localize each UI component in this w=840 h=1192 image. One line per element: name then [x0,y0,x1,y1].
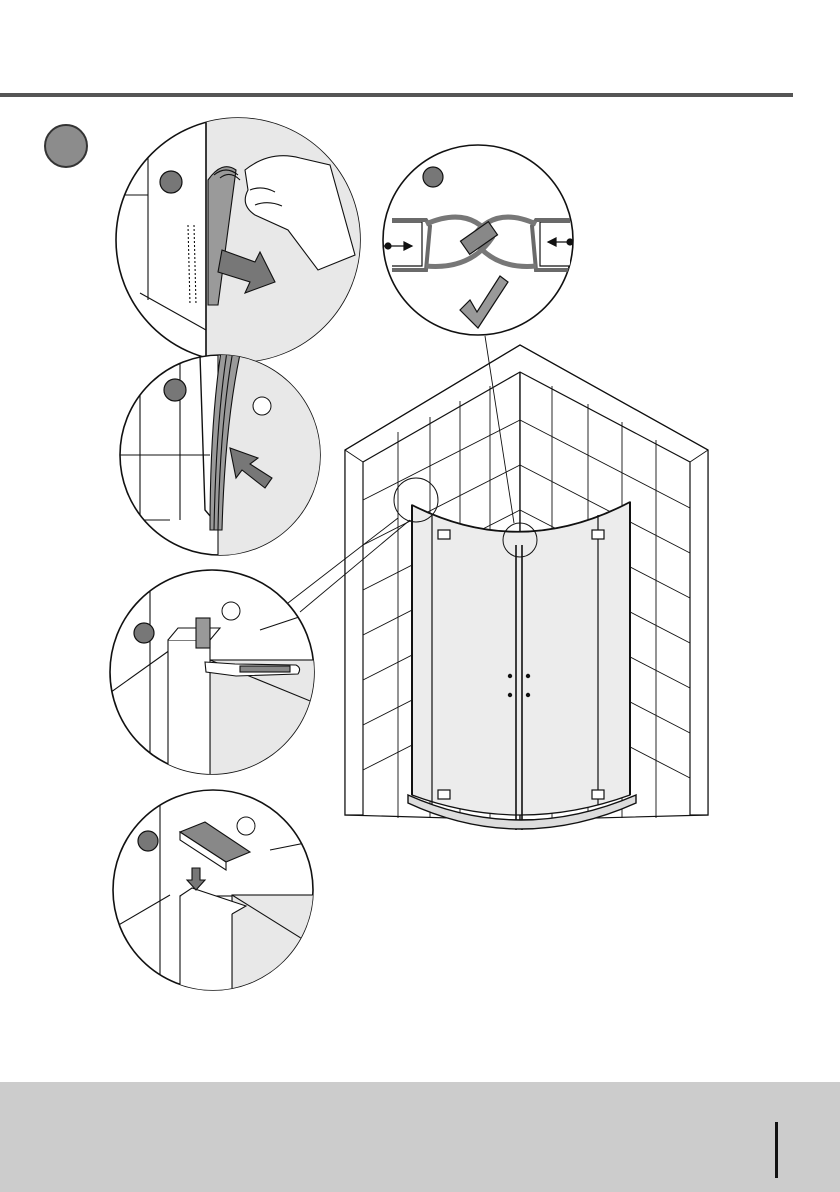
footer-band [0,1082,840,1192]
detail-trim-seal [100,570,320,790]
detail-fit-cap [110,790,332,1006]
shower-enclosure [288,336,708,830]
footer-page-marker [775,1122,778,1178]
detail-magnetic-seal [364,145,596,335]
detail-press-seal [100,345,338,565]
detail-peel-seal [100,110,366,370]
